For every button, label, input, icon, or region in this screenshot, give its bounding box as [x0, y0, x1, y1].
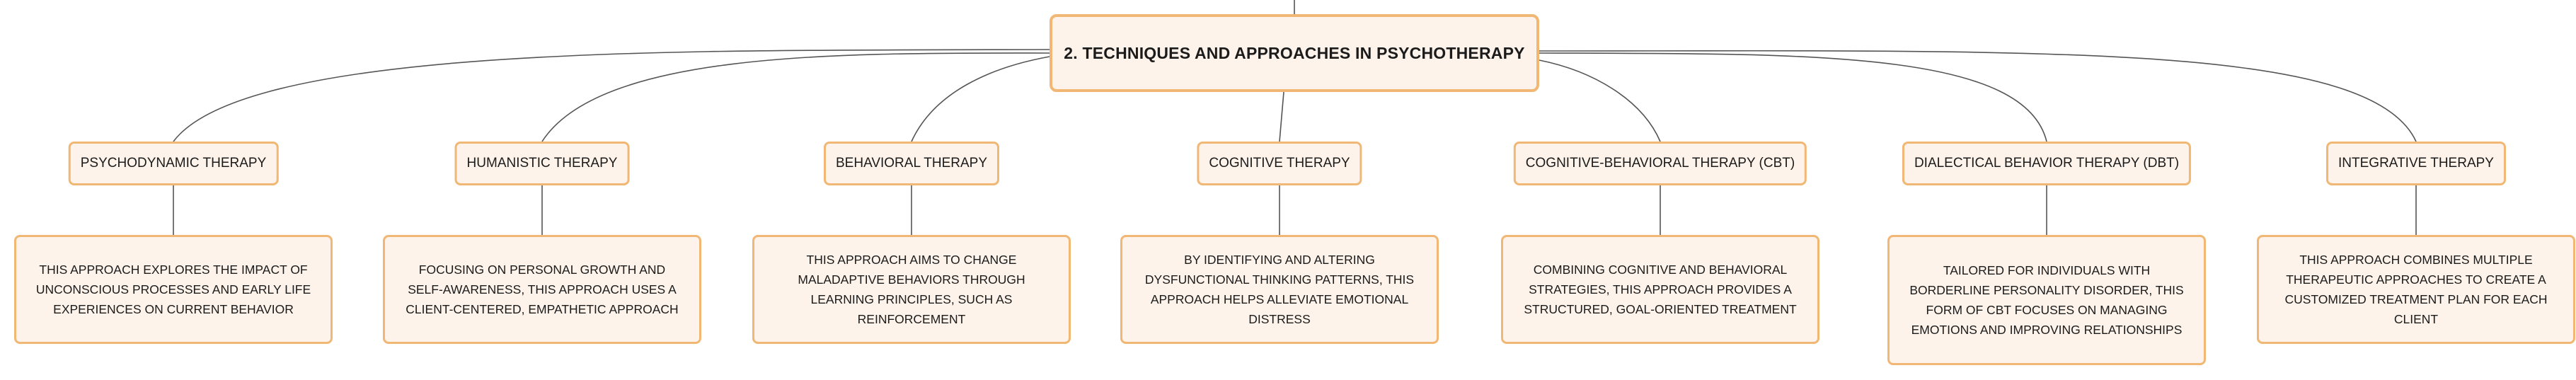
desc-dialectical-behavior-therapy[interactable]: TAILORED FOR INDIVIDUALS WITH BORDERLINE…	[1887, 235, 2206, 365]
connector-root-cbt	[1539, 59, 1661, 142]
desc-text: BY IDENTIFYING AND ALTERING DYSFUNCTIONA…	[1144, 253, 1415, 326]
desc-text: THIS APPROACH EXPLORES THE IMPACT OF UNC…	[35, 263, 311, 316]
node-label: DIALECTICAL BEHAVIOR THERAPY (DBT)	[1914, 156, 2180, 171]
desc-psychodynamic-therapy[interactable]: THIS APPROACH EXPLORES THE IMPACT OF UNC…	[14, 235, 333, 344]
node-label: BEHAVIORAL THERAPY	[836, 156, 987, 171]
desc-text: TAILORED FOR INDIVIDUALS WITH BORDERLINE…	[1909, 263, 2184, 337]
node-behavioral-therapy[interactable]: BEHAVIORAL THERAPY	[824, 142, 999, 185]
root-node[interactable]: 2. TECHNIQUES AND APPROACHES IN PSYCHOTH…	[1050, 14, 1539, 92]
desc-text: THIS APPROACH COMBINES MULTIPLE THERAPEU…	[2284, 253, 2548, 326]
desc-integrative-therapy[interactable]: THIS APPROACH COMBINES MULTIPLE THERAPEU…	[2257, 235, 2575, 344]
node-dialectical-behavior-therapy[interactable]: DIALECTICAL BEHAVIOR THERAPY (DBT)	[1902, 142, 2192, 185]
connector-root-humanistic	[541, 52, 1050, 142]
desc-cognitive-behavioral-therapy[interactable]: COMBINING COGNITIVE AND BEHAVIORAL STRAT…	[1501, 235, 1819, 344]
node-humanistic-therapy[interactable]: HUMANISTIC THERAPY	[454, 142, 630, 185]
connector-root-cognitive	[1279, 91, 1284, 142]
node-cognitive-behavioral-therapy[interactable]: COGNITIVE-BEHAVIORAL THERAPY (CBT)	[1513, 142, 1807, 185]
desc-text: COMBINING COGNITIVE AND BEHAVIORAL STRAT…	[1524, 263, 1797, 316]
desc-humanistic-therapy[interactable]: FOCUSING ON PERSONAL GROWTH AND SELF-AWA…	[383, 235, 701, 344]
desc-behavioral-therapy[interactable]: THIS APPROACH AIMS TO CHANGE MALADAPTIVE…	[752, 235, 1071, 344]
node-integrative-therapy[interactable]: INTEGRATIVE THERAPY	[2326, 142, 2506, 185]
connector-root-psychodynamic	[173, 49, 1050, 142]
node-label: INTEGRATIVE THERAPY	[2338, 156, 2494, 171]
node-psychodynamic-therapy[interactable]: PSYCHODYNAMIC THERAPY	[68, 142, 279, 185]
connector-root-integrative	[1539, 50, 2417, 142]
node-label: HUMANISTIC THERAPY	[466, 156, 618, 171]
node-label: COGNITIVE-BEHAVIORAL THERAPY (CBT)	[1525, 156, 1795, 171]
node-label: PSYCHODYNAMIC THERAPY	[80, 156, 267, 171]
connector-root-behavioral	[911, 56, 1050, 142]
node-label: COGNITIVE THERAPY	[1209, 156, 1350, 171]
desc-text: THIS APPROACH AIMS TO CHANGE MALADAPTIVE…	[798, 253, 1025, 326]
root-node-label: 2. TECHNIQUES AND APPROACHES IN PSYCHOTH…	[1064, 43, 1525, 62]
node-cognitive-therapy[interactable]: COGNITIVE THERAPY	[1197, 142, 1362, 185]
desc-cognitive-therapy[interactable]: BY IDENTIFYING AND ALTERING DYSFUNCTIONA…	[1120, 235, 1439, 344]
desc-text: FOCUSING ON PERSONAL GROWTH AND SELF-AWA…	[406, 263, 679, 316]
connector-root-dbt	[1539, 52, 2047, 142]
